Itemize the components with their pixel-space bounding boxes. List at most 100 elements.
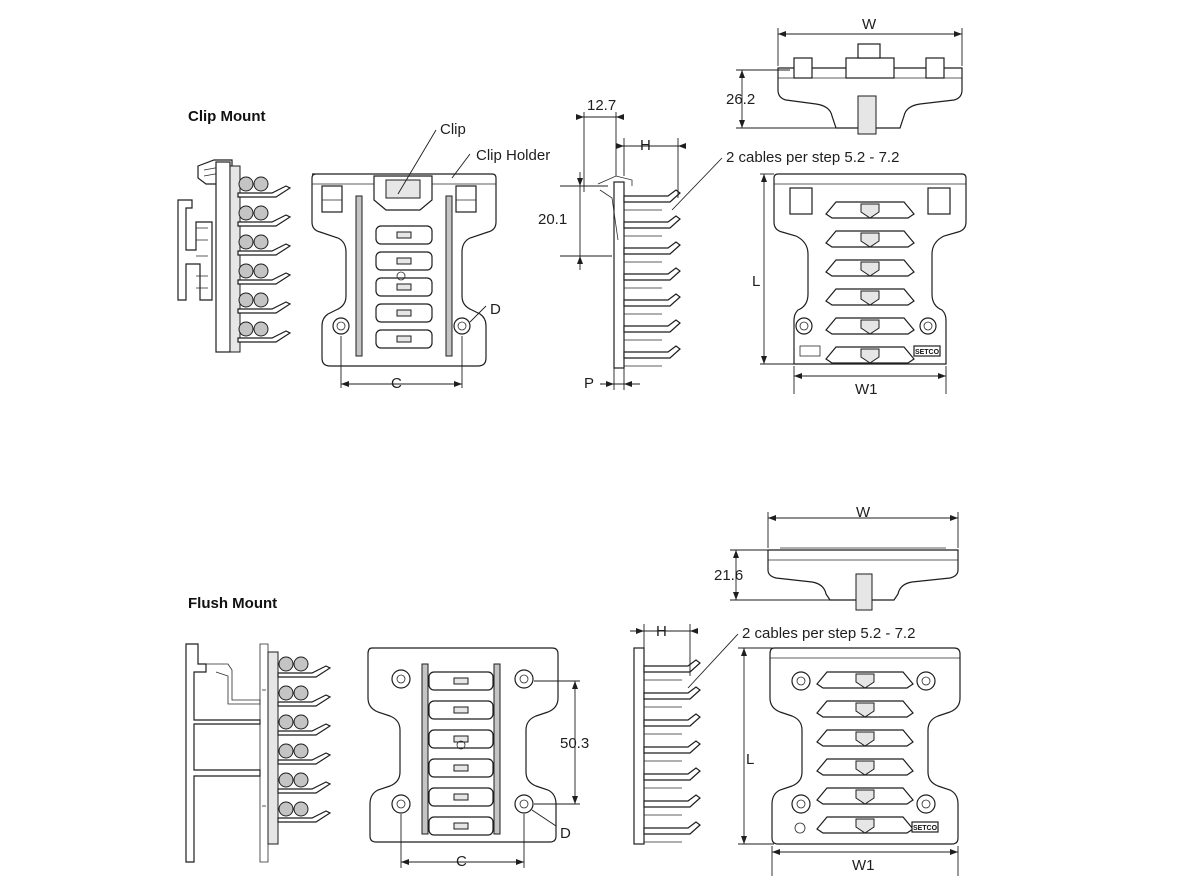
profile-tooth [643,659,701,673]
tooth [277,810,332,823]
top-20-1-label: 20.1 [538,211,567,228]
bottom-w1-dimension: W1 [771,846,959,876]
cable [253,205,269,221]
tooth [237,301,292,314]
profile-tooth [643,686,701,700]
tooth [277,752,332,765]
flush-mount-side-view [185,643,332,863]
profile-tooth [623,319,681,333]
bottom-w1-label: W1 [852,857,875,874]
step-arrow [855,731,875,747]
bottom-d-dimension: D [531,809,571,842]
top-c-label: C [391,375,402,392]
top-cables-note: 2 cables per step 5.2 - 7.2 [726,149,899,166]
step-arrow [855,760,875,776]
step-arrow [860,261,880,277]
cable [278,772,294,788]
bottom-h-dimension: H [630,623,698,676]
tooth [237,185,292,198]
cable [253,321,269,337]
tooth [277,665,332,678]
cable [293,656,309,672]
flush-mount-title: Flush Mount [188,595,277,612]
top-26-2-dimension: 26.2 [726,69,836,129]
step-tab [396,283,412,291]
tooth [237,272,292,285]
flush-mount-front-view [367,647,559,843]
cable [238,321,254,337]
profile-tooth [643,740,701,754]
top-p-label: P [584,375,594,392]
bottom-cables-note: 2 cables per step 5.2 - 7.2 [742,625,915,642]
profile-tooth [623,215,681,229]
top-l-dimension: L [752,173,794,365]
flush-mount-right-front-view: SETCO [769,647,961,845]
bottom-d-label: D [560,825,571,842]
bottom-l-label: L [746,751,754,768]
bottom-w-label: W [856,504,871,521]
bottom-cables-callout: 2 cables per step 5.2 - 7.2 [687,625,915,689]
step-arrow [860,319,880,335]
cable [253,176,269,192]
cable [238,292,254,308]
tooth [277,694,332,707]
profile-tooth [643,713,701,727]
flush-mount-top-view [767,547,959,611]
cable [278,714,294,730]
cable [238,234,254,250]
clip-mount-right-front-view: SETCO [773,173,967,365]
profile-tooth [623,241,681,255]
profile-tooth [623,189,681,203]
tooth [277,781,332,794]
top-12-7-label: 12.7 [587,97,616,114]
top-20-1-dimension: 20.1 [538,172,612,270]
step-tab [453,706,469,714]
clip-holder-label: Clip Holder [476,147,550,164]
setco-logo-bottom-text: SETCO [913,825,938,832]
step-arrow [855,789,875,805]
bottom-50-3-dimension: 50.3 [534,680,589,805]
top-w-label: W [862,16,877,33]
top-h-label: H [640,137,651,154]
top-w1-label: W1 [855,381,878,398]
bottom-50-3-label: 50.3 [560,735,589,752]
cable [253,234,269,250]
bottom-l-dimension: L [738,647,774,845]
cable [278,801,294,817]
step-tab [396,335,412,343]
cable [238,205,254,221]
step-arrow [855,702,875,718]
top-d-dimension: D [469,301,501,323]
top-c-dimension: C [340,336,463,392]
step-tab [453,677,469,685]
step-tab [453,735,469,743]
setco-logo-top [913,345,941,357]
setco-logo-top-text: SETCO [915,349,940,356]
step-arrow [860,290,880,306]
tooth [237,330,292,343]
top-h-dimension: H [616,137,686,198]
cable [293,685,309,701]
profile-tooth [643,821,701,835]
step-arrow [855,673,875,689]
bottom-21-6-dimension: 21.6 [714,549,830,601]
setco-logo-bottom [911,821,939,833]
clip-mount-profile-view [597,175,681,369]
profile-tooth [643,767,701,781]
clip-callouts: Clip Clip Holder [397,121,550,195]
step-arrow [860,203,880,219]
cable [293,743,309,759]
tooth [237,214,292,227]
flush-mount-profile-view [633,647,701,845]
cable [293,801,309,817]
bottom-c-dimension: C [400,814,525,870]
top-26-2-label: 26.2 [726,91,755,108]
cable [278,743,294,759]
bottom-h-label: H [656,623,667,640]
step-tab [396,231,412,239]
profile-tooth [623,293,681,307]
cable [238,263,254,279]
bottom-21-6-label: 21.6 [714,567,743,584]
step-arrow [860,348,880,364]
